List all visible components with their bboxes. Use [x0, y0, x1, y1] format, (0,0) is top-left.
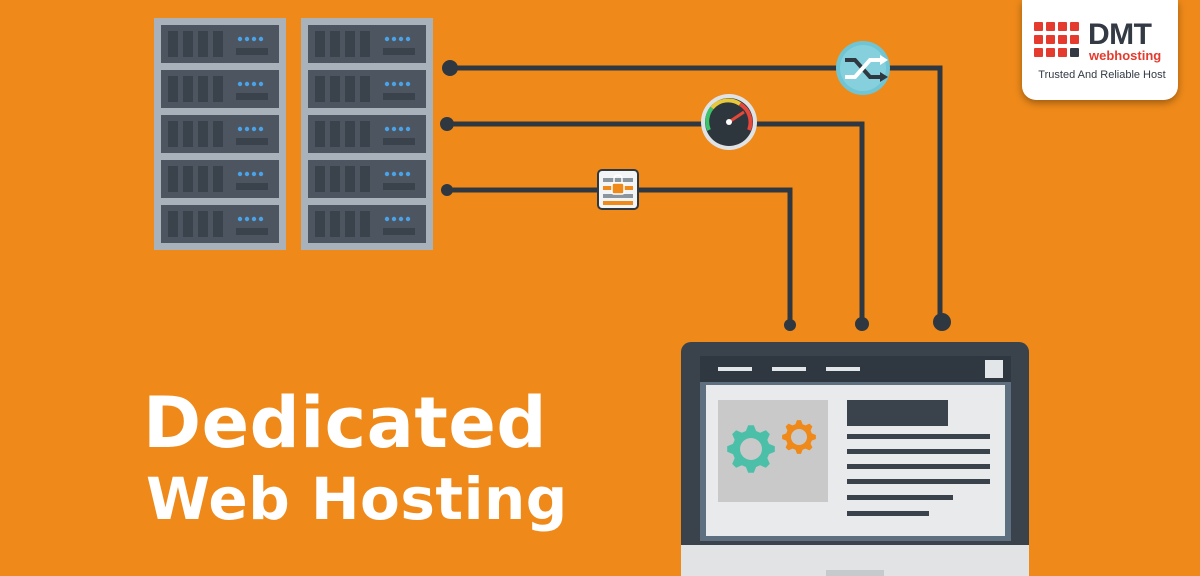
server-unit [308, 25, 426, 63]
server-rack-right [301, 18, 433, 250]
monitor [681, 342, 1029, 576]
logo-grid-icon [1034, 22, 1082, 62]
brand-logo[interactable]: DMT webhosting Trusted And Reliable Host [1022, 0, 1178, 100]
server-unit [308, 205, 426, 243]
title-line-1: Dedicated [143, 382, 547, 464]
cable-middle [444, 121, 865, 325]
server-unit [161, 70, 279, 108]
cable-endpoints [440, 60, 951, 331]
server-unit [161, 115, 279, 153]
server-unit [161, 25, 279, 63]
logo-subbrand: webhosting [1089, 48, 1162, 63]
network-cables [444, 65, 943, 327]
logo-brand: DMT [1088, 18, 1152, 51]
server-unit [308, 70, 426, 108]
cable-bottom [444, 187, 793, 327]
logo-tagline: Trusted And Reliable Host [1038, 69, 1166, 81]
shuffle-arrows-icon [836, 41, 890, 95]
server-unit [308, 160, 426, 198]
gears-icon [727, 420, 816, 473]
speedometer-icon [701, 94, 757, 150]
server-unit [161, 160, 279, 198]
server-unit [161, 205, 279, 243]
firewall-lock-icon [597, 169, 639, 210]
cable-top [447, 65, 943, 323]
server-rack-left [154, 18, 286, 250]
server-unit [308, 115, 426, 153]
title-line-2: Web Hosting [146, 465, 568, 533]
page-title: Dedicated Web Hosting [143, 388, 568, 528]
